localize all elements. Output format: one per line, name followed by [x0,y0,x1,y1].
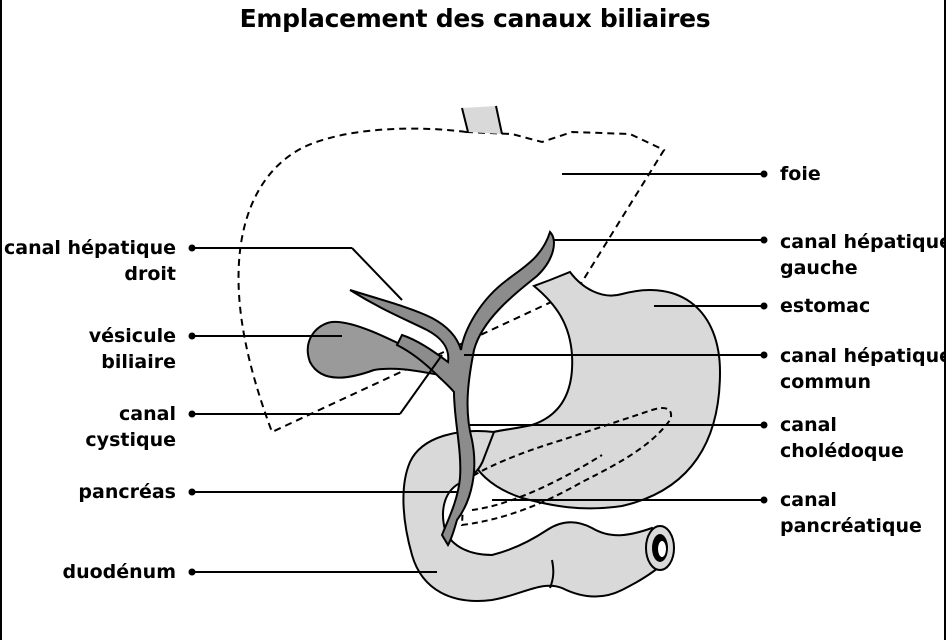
label-foie: foie [780,161,821,187]
diagram-title: Emplacement des canaux biliaires [2,4,946,33]
label-estomac: estomac [780,293,870,319]
stomach [470,272,720,508]
label-duodenum: duodénum [62,559,176,585]
label-pancreas: pancréas [78,479,176,505]
